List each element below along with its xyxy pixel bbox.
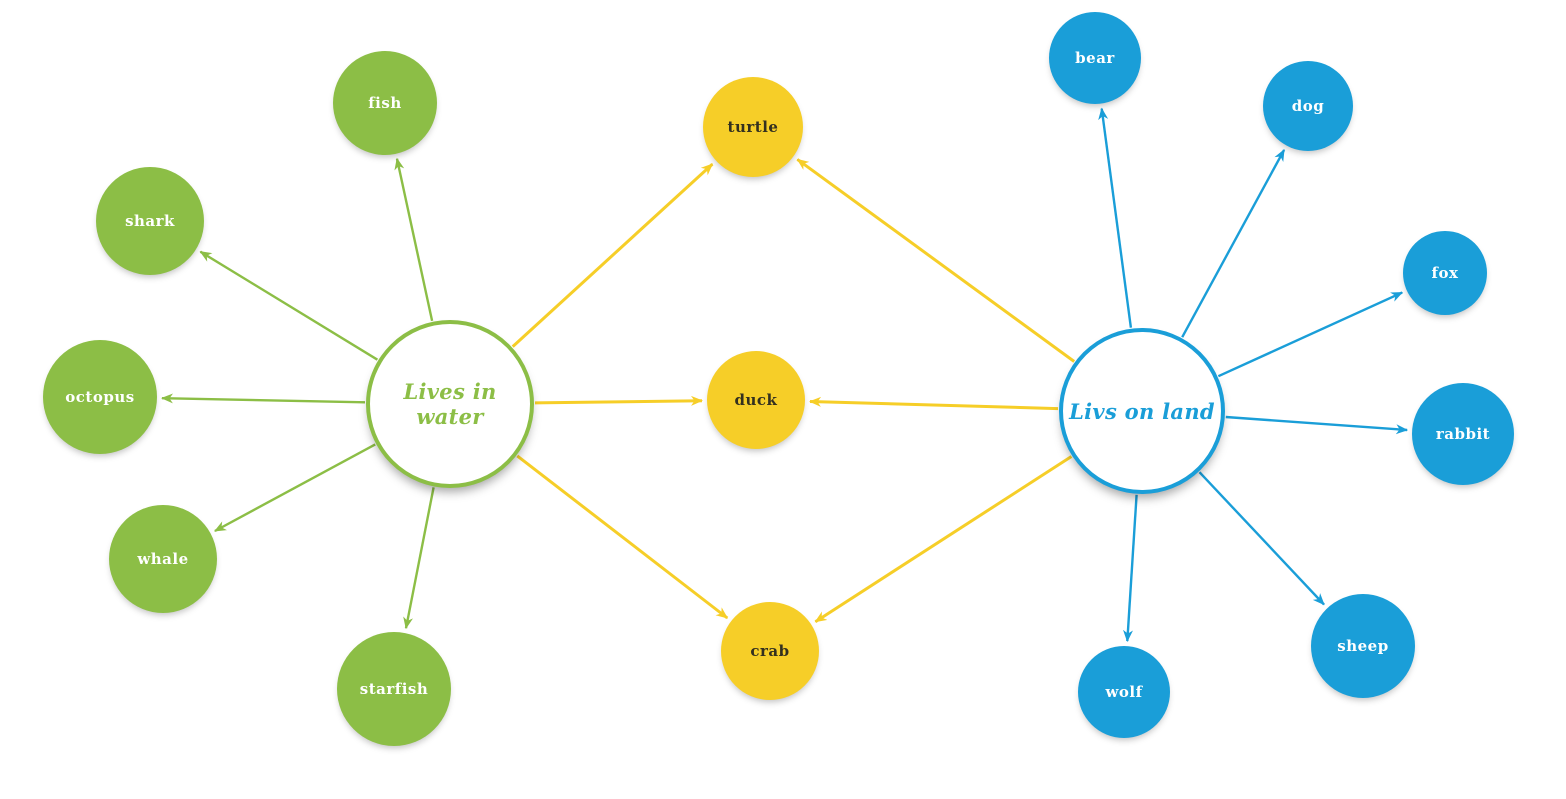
edge-land-hub-sheep [1198,471,1325,606]
node-fish[interactable]: fish [333,51,437,155]
edge-water-hub-starfish [403,487,435,630]
node-fox[interactable]: fox [1403,231,1487,315]
node-label-turtle: turtle [727,118,779,136]
node-water-hub[interactable]: Lives in water [366,320,534,488]
node-sheep[interactable]: sheep [1311,594,1415,698]
node-shark[interactable]: shark [96,167,204,275]
edge-water-hub-shark [199,250,379,361]
node-crab[interactable]: crab [721,602,819,700]
node-label-starfish: starfish [359,680,429,698]
node-label-water-hub: Lives in water [403,379,497,429]
node-turtle[interactable]: turtle [703,77,803,177]
edge-land-hub-dog [1181,149,1286,338]
node-label-bear: bear [1075,49,1115,67]
edge-land-hub-crab [814,455,1073,623]
node-duck[interactable]: duck [707,351,805,449]
node-label-fox: fox [1431,264,1459,282]
edge-water-hub-octopus [161,393,366,404]
edge-water-hub-fish [394,157,434,322]
node-label-octopus: octopus [65,388,135,406]
node-label-crab: crab [750,642,790,660]
node-rabbit[interactable]: rabbit [1412,383,1514,485]
edge-water-hub-crab [516,454,729,620]
edge-land-hub-wolf [1123,494,1138,643]
node-starfish[interactable]: starfish [337,632,451,746]
edge-land-hub-turtle [796,158,1076,363]
node-whale[interactable]: whale [109,505,217,613]
node-label-land-hub: Livs on land [1069,398,1215,424]
node-land-hub[interactable]: Livs on land [1059,328,1225,494]
node-label-wolf: wolf [1105,683,1143,701]
node-octopus[interactable]: octopus [43,340,157,454]
node-label-sheep: sheep [1337,637,1389,655]
node-label-fish: fish [368,94,402,112]
edge-land-hub-fox [1217,291,1404,378]
node-bear[interactable]: bear [1049,12,1141,104]
node-dog[interactable]: dog [1263,61,1353,151]
edge-land-hub-duck [809,396,1059,411]
edge-water-hub-duck [534,395,703,406]
node-label-duck: duck [734,391,778,409]
node-label-rabbit: rabbit [1435,425,1491,443]
node-label-dog: dog [1291,97,1325,115]
node-label-shark: shark [125,212,175,230]
edge-water-hub-turtle [511,162,714,348]
edge-land-hub-bear [1098,107,1133,328]
edge-land-hub-rabbit [1225,415,1409,435]
node-wolf[interactable]: wolf [1078,646,1170,738]
edge-water-hub-whale [214,443,376,533]
node-label-whale: whale [137,550,189,568]
